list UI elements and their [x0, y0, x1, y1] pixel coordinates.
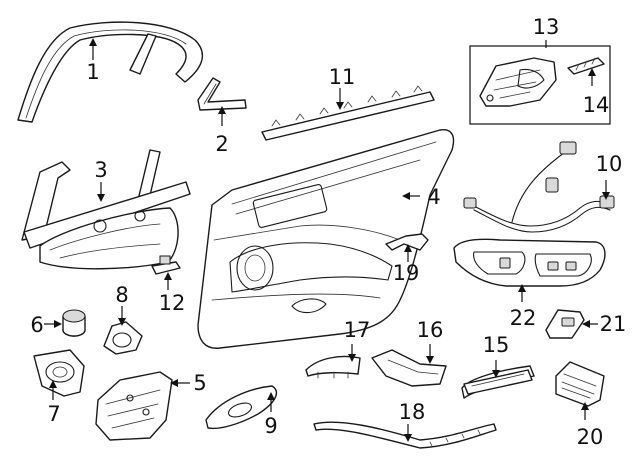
- svg-text:21: 21: [600, 312, 627, 336]
- callout-22: 22: [510, 284, 537, 330]
- svg-text:5: 5: [193, 371, 206, 395]
- part-18-lower-molding: [313, 421, 497, 449]
- svg-text:16: 16: [417, 318, 444, 342]
- callout-7: 7: [47, 380, 61, 426]
- callout-18: 18: [399, 400, 426, 442]
- callout-8: 8: [115, 283, 129, 326]
- part-10-wiring-harness: [463, 141, 615, 233]
- svg-text:20: 20: [577, 425, 604, 449]
- part-20-switch-housing: [555, 361, 605, 407]
- callout-12: 12: [159, 272, 186, 315]
- part-4-door-trim-panel: [197, 129, 455, 349]
- svg-text:9: 9: [264, 414, 277, 438]
- svg-text:7: 7: [47, 402, 60, 426]
- callout-14: 14: [583, 68, 610, 117]
- part-1-window-frame-molding: [17, 21, 204, 123]
- svg-text:17: 17: [344, 318, 371, 342]
- callout-6: 6: [30, 313, 62, 337]
- part-12-retainer-clip: [151, 255, 181, 275]
- svg-text:3: 3: [94, 158, 107, 182]
- part-21-single-switch: [545, 309, 585, 339]
- callout-10: 10: [596, 152, 623, 200]
- callout-17: 17: [344, 318, 371, 362]
- svg-text:19: 19: [393, 261, 420, 285]
- part-2-trim-clip: [197, 77, 247, 111]
- svg-text:14: 14: [583, 93, 610, 117]
- part-11-belt-weatherstrip: [261, 85, 435, 141]
- svg-text:13: 13: [533, 15, 560, 39]
- svg-text:4: 4: [427, 185, 440, 209]
- part-9-handle-bezel: [205, 385, 277, 430]
- part-22-switch-panel: [453, 238, 606, 287]
- part-16-handle-cover: [371, 349, 447, 387]
- part-13-inside-handle-assembly: [469, 45, 611, 125]
- callout-2: 2: [215, 106, 229, 156]
- svg-text:15: 15: [483, 333, 510, 357]
- callout-9: 9: [264, 392, 278, 438]
- svg-text:2: 2: [215, 132, 228, 156]
- callout-4: 4: [402, 185, 441, 209]
- callout-15: 15: [483, 333, 510, 378]
- part-19-hook-bracket: [385, 233, 429, 251]
- callout-16: 16: [417, 318, 444, 364]
- callout-3: 3: [94, 158, 108, 202]
- svg-text:18: 18: [399, 400, 426, 424]
- callout-11: 11: [329, 65, 356, 110]
- svg-text:8: 8: [115, 283, 128, 307]
- svg-text:6: 6: [30, 313, 43, 337]
- callout-13: 13: [533, 15, 560, 48]
- svg-text:12: 12: [159, 291, 186, 315]
- part-7-speaker-housing: [33, 349, 85, 397]
- callout-21: 21: [582, 312, 626, 336]
- svg-text:22: 22: [510, 306, 537, 330]
- part-6-plug: [62, 309, 86, 337]
- callout-20: 20: [577, 402, 604, 449]
- part-3-window-regulator: [21, 149, 191, 270]
- part-17-pull-cup: [305, 355, 361, 379]
- part-15-armrest-pad: [461, 365, 535, 399]
- part-14-handle-clip: [567, 57, 605, 75]
- svg-text:10: 10: [596, 152, 623, 176]
- callout-19: 19: [393, 244, 420, 285]
- svg-text:11: 11: [329, 65, 356, 89]
- part-5-inner-bracket: [95, 371, 173, 441]
- part-8-speaker-grille: [103, 321, 143, 355]
- callout-5: 5: [170, 371, 207, 395]
- callout-1: 1: [86, 38, 100, 84]
- svg-text:1: 1: [86, 60, 99, 84]
